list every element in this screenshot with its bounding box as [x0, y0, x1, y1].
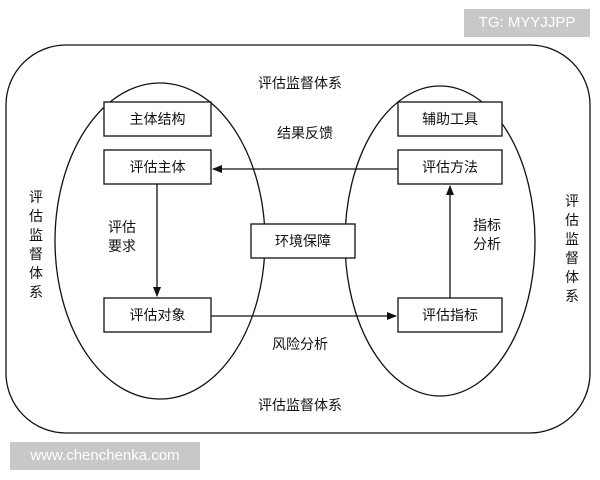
frame-label-top: 评估监督体系: [258, 76, 342, 92]
box-assessed-object: 评估对象: [103, 297, 212, 333]
box-method: 评估方法: [397, 149, 503, 185]
box-subject-structure-label: 主体结构: [130, 112, 186, 128]
watermark-bottom: www.chenchenka.com: [10, 442, 200, 470]
label-indicator-analysis: 指标分析: [473, 218, 501, 253]
watermark-top: TG: MYYJJPP: [464, 9, 590, 37]
label-requirement: 评估要求: [108, 220, 136, 255]
box-environment: 环境保障: [250, 223, 356, 259]
box-subject-structure: 主体结构: [103, 101, 212, 137]
box-assessor: 评估主体: [103, 149, 212, 185]
box-indicators-label: 评估指标: [422, 308, 478, 324]
outer-frame: [5, 44, 591, 434]
box-method-label: 评估方法: [422, 160, 478, 176]
box-assessor-label: 评估主体: [130, 160, 186, 176]
box-aux-tools-label: 辅助工具: [422, 112, 478, 128]
frame-label-right: 评估监督体系: [565, 194, 579, 305]
box-environment-label: 环境保障: [275, 234, 331, 250]
box-aux-tools: 辅助工具: [397, 101, 503, 137]
frame-label-left: 评估监督体系: [29, 190, 43, 301]
label-result-feedback: 结果反馈: [277, 126, 333, 142]
frame-label-bottom: 评估监督体系: [258, 398, 342, 414]
label-risk-analysis: 风险分析: [272, 337, 328, 353]
box-assessed-object-label: 评估对象: [130, 308, 186, 324]
box-indicators: 评估指标: [397, 297, 503, 333]
